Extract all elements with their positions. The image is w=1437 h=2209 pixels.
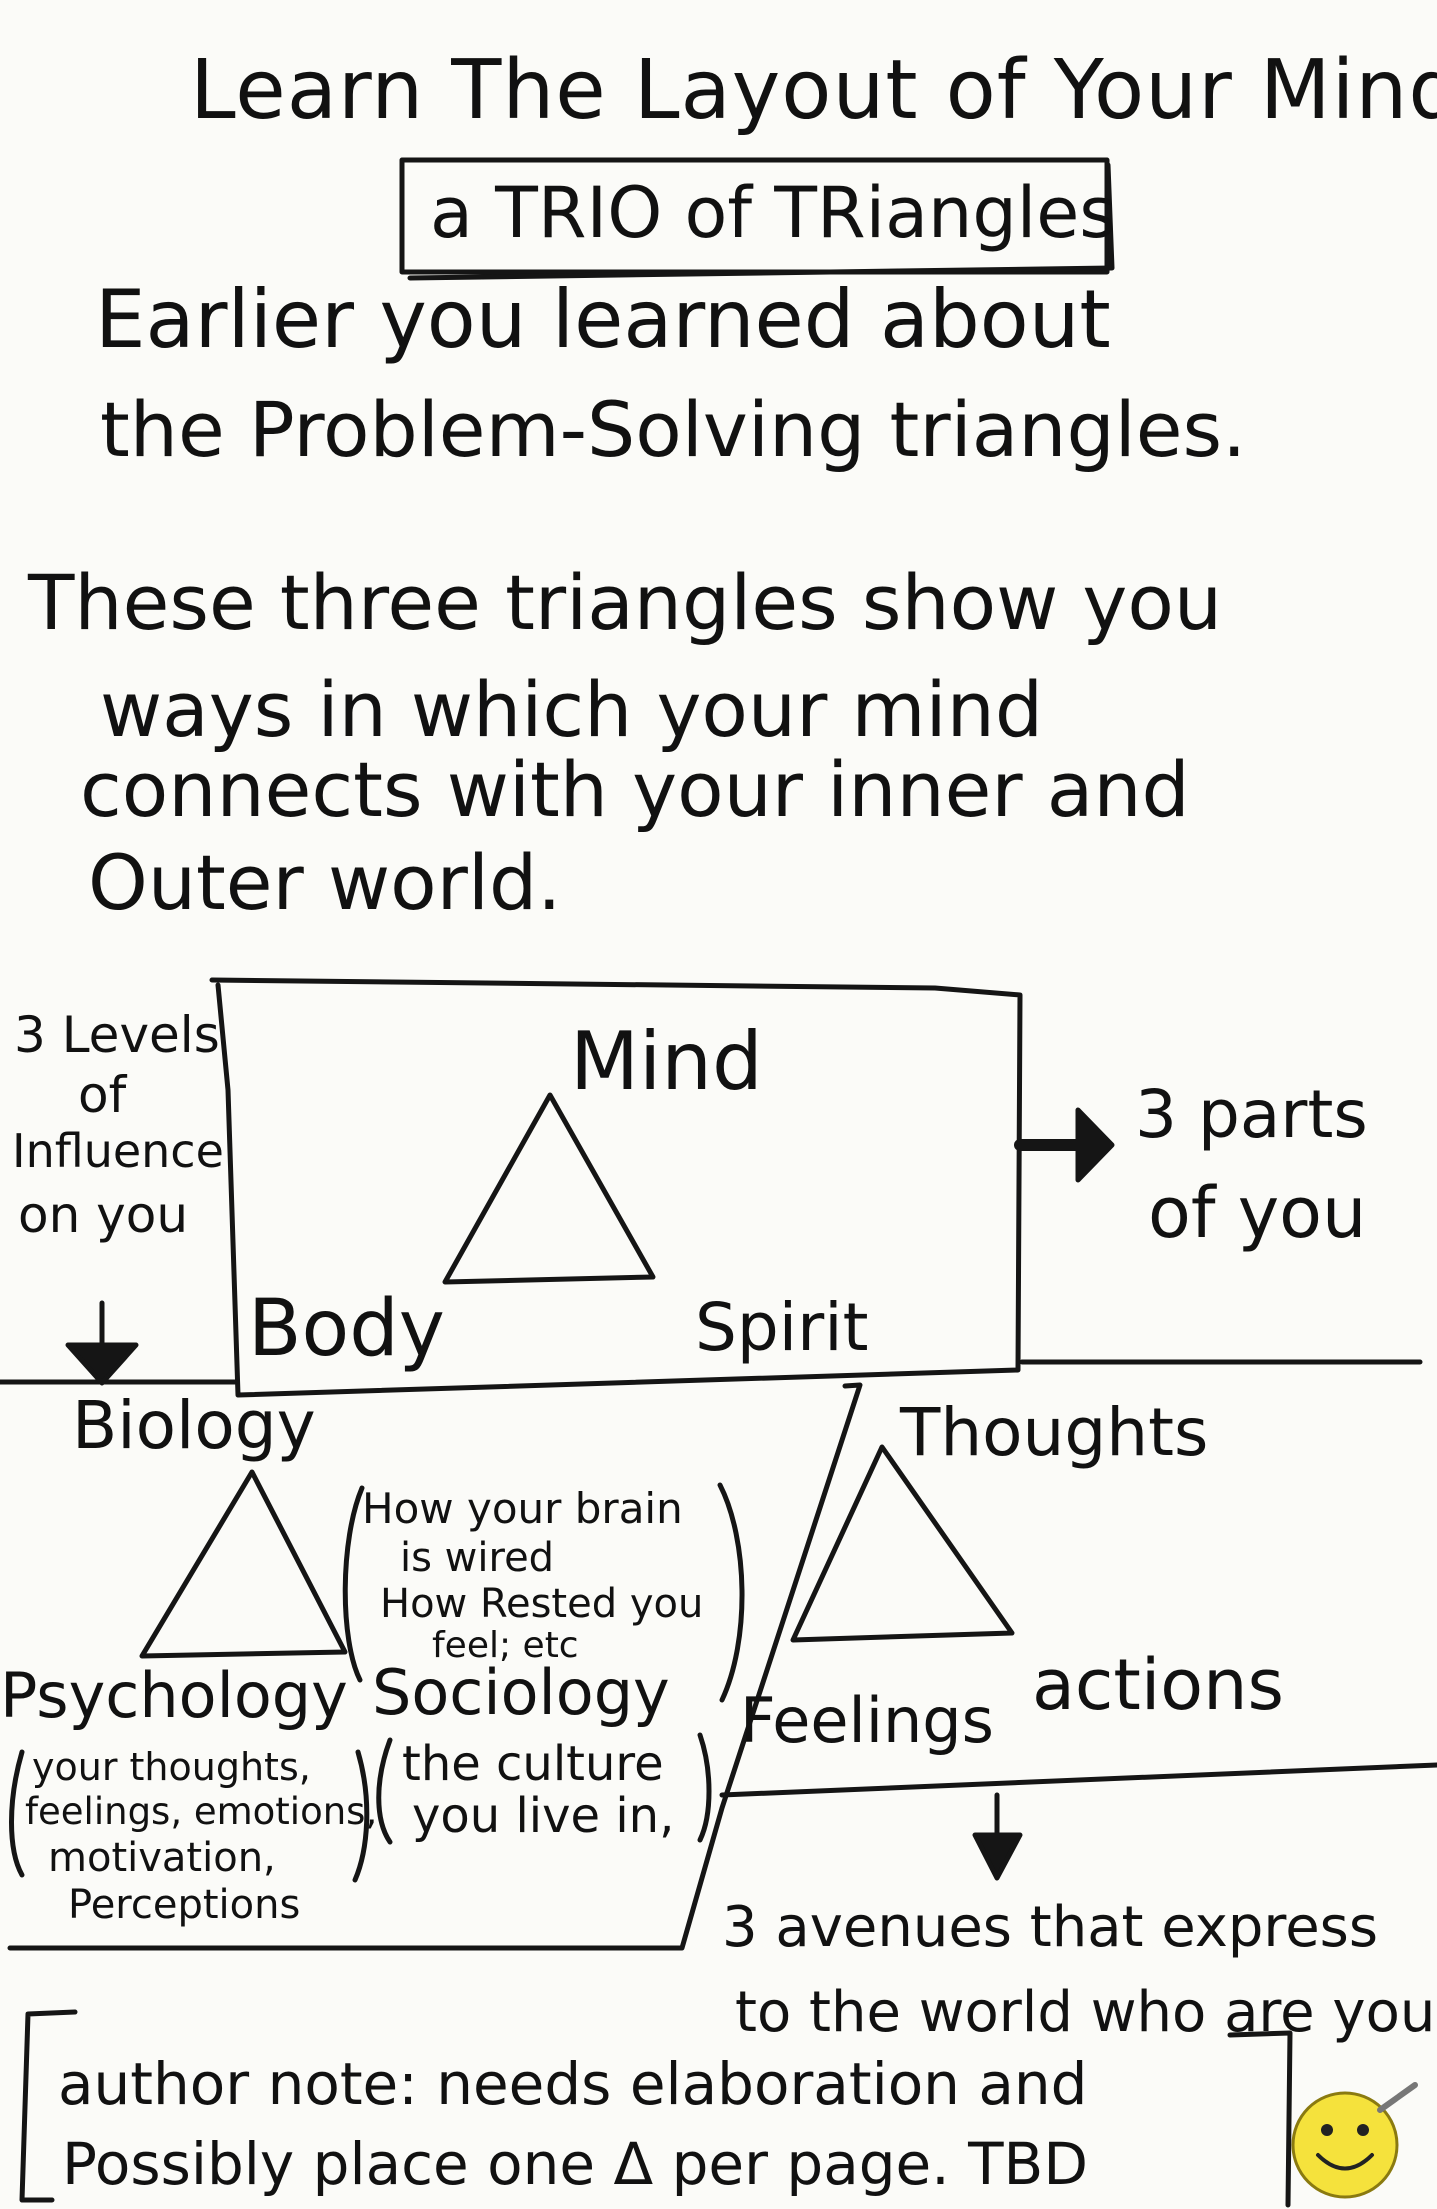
- caption-line-2: to the world who are you: [735, 1980, 1436, 2045]
- right-triangle: [790, 1444, 1015, 1643]
- bracket-psych-note-right: [352, 1749, 370, 1883]
- label-mind: Mind: [570, 1015, 763, 1108]
- label-feelings: Feelings: [740, 1684, 994, 1757]
- psychology-note-line-4: Perceptions: [68, 1882, 301, 1928]
- author-note-line-1: author note: needs elaboration and: [58, 2050, 1088, 2118]
- top-triangle: [442, 1092, 656, 1285]
- down-arrow-right-head: [972, 1832, 1023, 1881]
- psychology-note-line-2: feelings, emotions,: [25, 1790, 378, 1833]
- side-right-line-2: of you: [1148, 1172, 1367, 1254]
- page-title: Learn The Layout of Your Mind: [190, 43, 1437, 138]
- sociology-note-line-1: the culture: [402, 1736, 664, 1792]
- down-arrow-left-head: [65, 1342, 139, 1386]
- psychology-note-line-1: your thoughts,: [32, 1745, 311, 1789]
- note-bracket-right: [1227, 2030, 1293, 2208]
- left-triangle: [139, 1469, 348, 1659]
- note-bracket-left: [19, 2009, 78, 2203]
- divider-lower-right: [719, 1762, 1437, 1798]
- label-thoughts: Thoughts: [900, 1394, 1209, 1471]
- label-actions: actions: [1032, 1644, 1284, 1726]
- bracket-top-note-right: [717, 1482, 745, 1703]
- intro-line-2: the Problem-Solving triangles.: [100, 385, 1247, 474]
- biology-note-line-3: How Rested you: [380, 1581, 704, 1627]
- biology-note-line-2: is wired: [400, 1535, 555, 1581]
- bracket-top-note: [342, 1485, 365, 1683]
- psychology-note-line-3: motivation,: [48, 1835, 276, 1881]
- label-biology: Biology: [72, 1387, 316, 1464]
- right-arrow-head: [1075, 1107, 1115, 1183]
- label-body: Body: [248, 1284, 445, 1374]
- author-note-line-2: Possibly place one Δ per page. TBD: [62, 2130, 1088, 2198]
- bracket-socio-note-right: [697, 1732, 712, 1843]
- side-left-line-2: of: [78, 1066, 127, 1124]
- label-psychology: Psychology: [0, 1659, 348, 1732]
- top-box: [209, 977, 1023, 1398]
- para-line-2: ways in which your mind: [100, 665, 1044, 754]
- para-line-1: These three triangles show you: [28, 558, 1223, 647]
- smiley-icon: [1291, 2082, 1418, 2199]
- side-right-line-1: 3 parts: [1135, 1076, 1368, 1153]
- page-subtitle: a TRIO of TRiangles: [430, 172, 1116, 254]
- side-left-line-3: Influence: [12, 1124, 224, 1178]
- biology-note-line-4: feel; etc: [432, 1625, 579, 1666]
- para-line-4: Outer world.: [88, 838, 562, 927]
- bracket-psych-note: [9, 1749, 25, 1878]
- para-line-3: connects with your inner and: [80, 745, 1190, 834]
- side-left-line-1: 3 Levels: [14, 1006, 220, 1064]
- bracket-socio-note: [376, 1737, 393, 1845]
- label-sociology: Sociology: [372, 1656, 670, 1729]
- side-left-line-4: on you: [18, 1186, 189, 1244]
- left-enclosure: [7, 1382, 863, 1951]
- subtitle-box-shadow: [407, 162, 1115, 281]
- label-spirit: Spirit: [695, 1289, 869, 1366]
- biology-note-line-1: How your brain: [362, 1484, 683, 1533]
- caption-line-1: 3 avenues that express: [722, 1895, 1379, 1960]
- sociology-note-line-2: you live in,: [412, 1788, 675, 1844]
- intro-line-1: Earlier you learned about: [95, 273, 1111, 366]
